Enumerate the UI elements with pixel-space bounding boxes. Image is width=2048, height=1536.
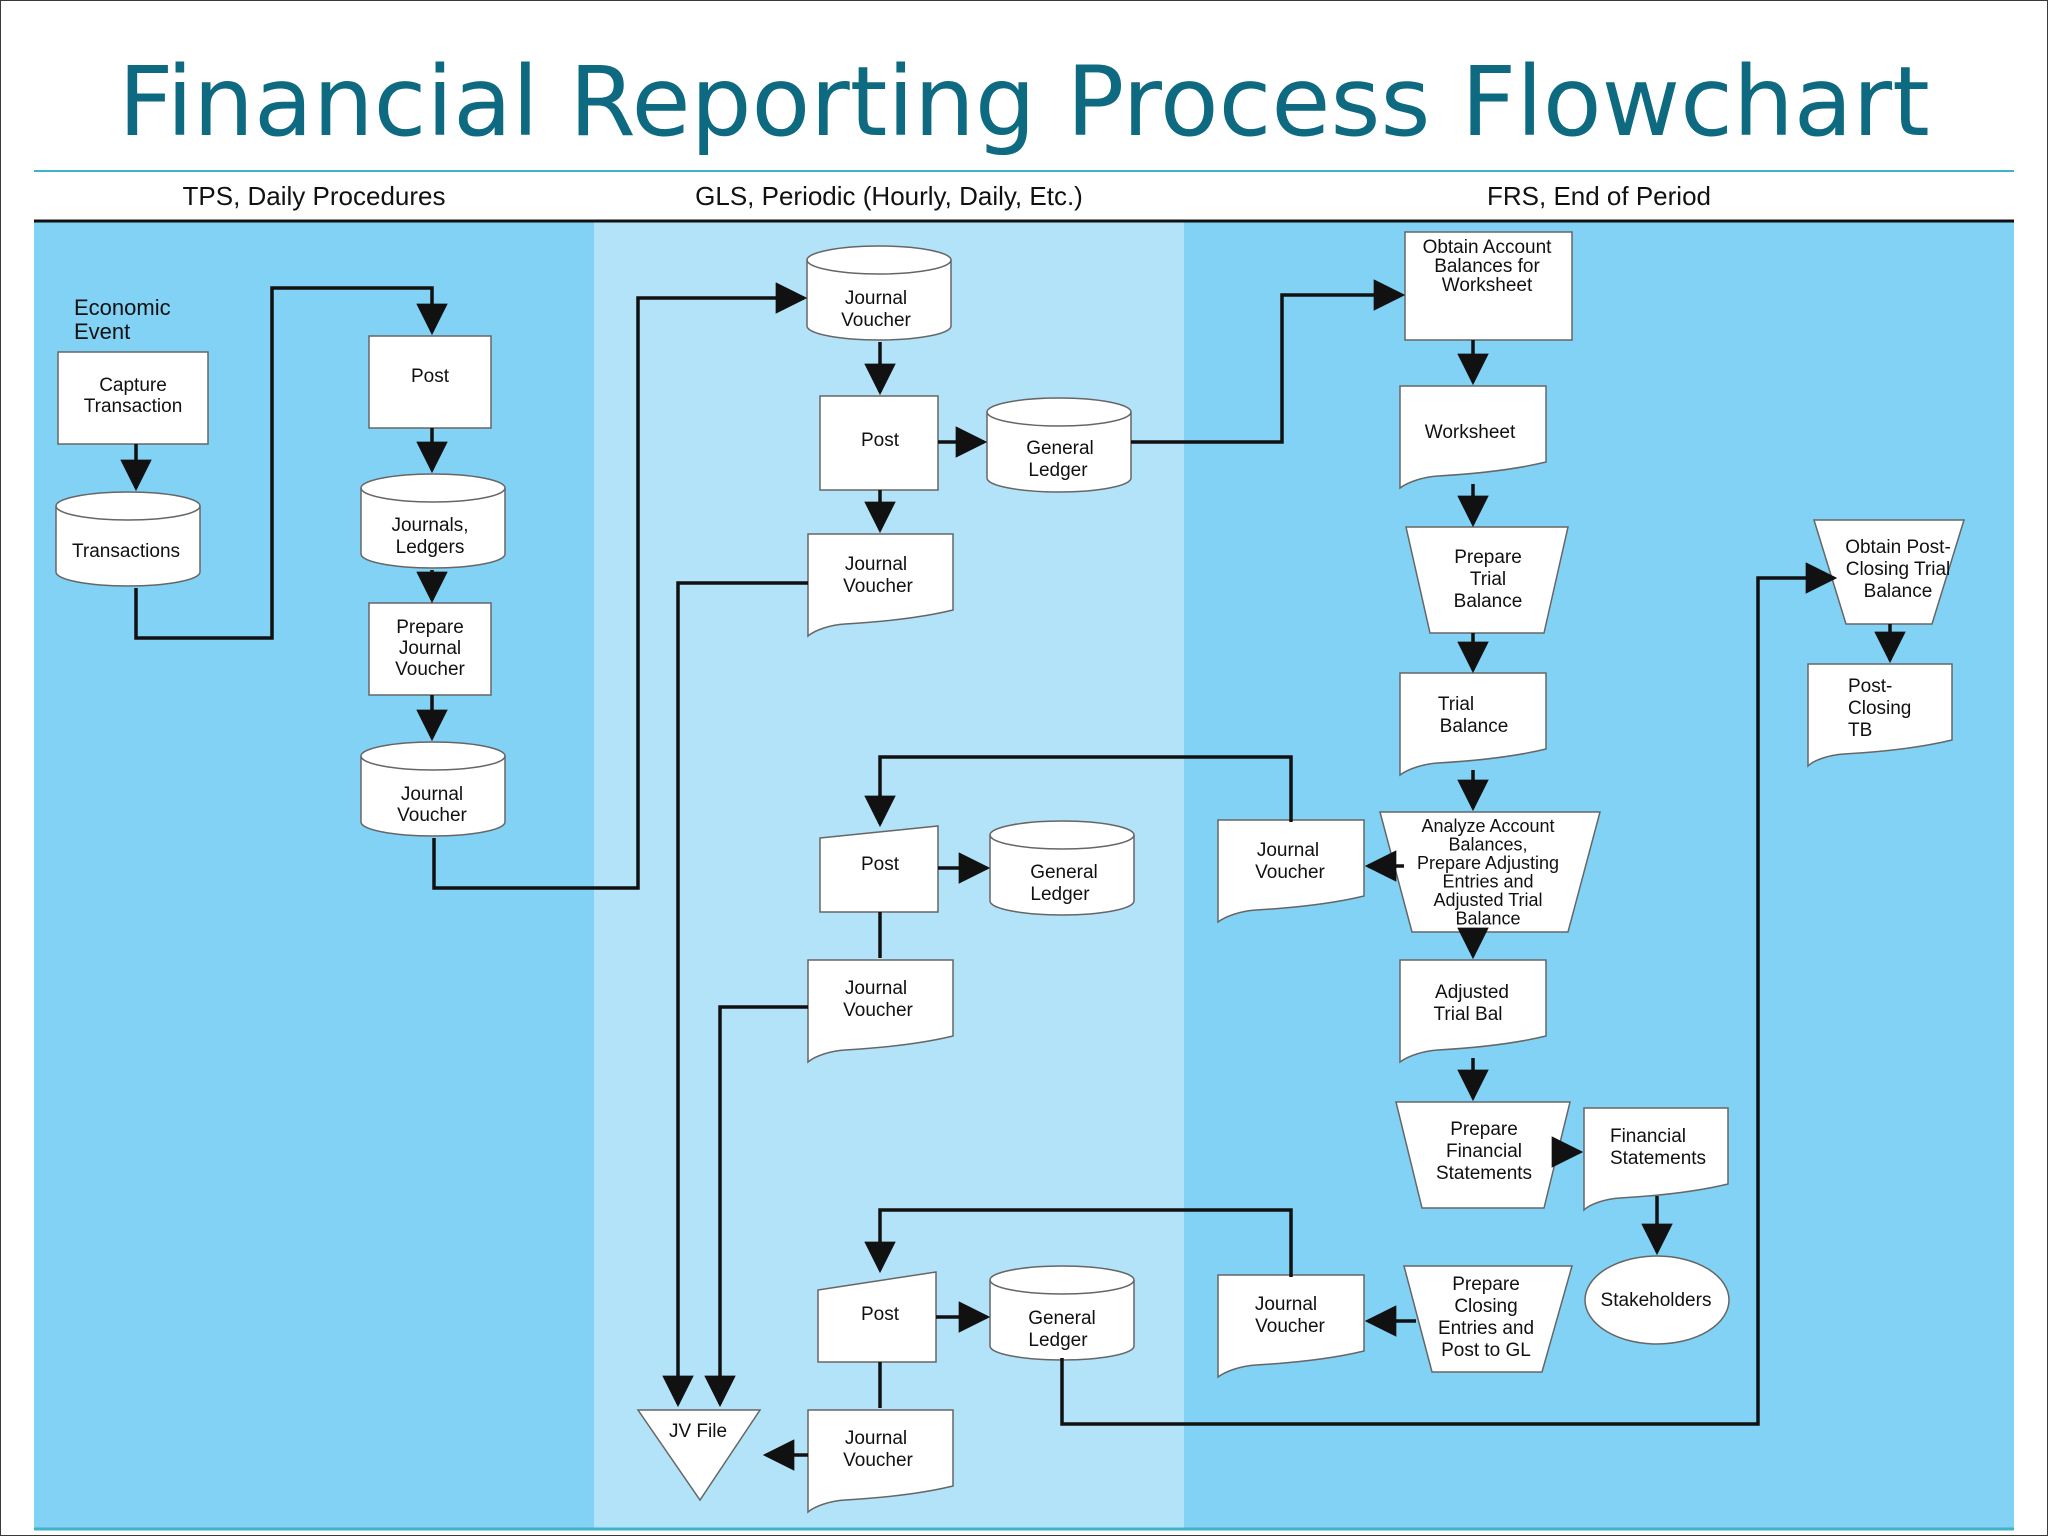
prepare-trial-balance-trap: [1405, 526, 1569, 634]
post-gls2-label: Post: [861, 854, 900, 875]
post-box-tps: [368, 335, 492, 429]
journal-voucher-doc-frs-2: [1217, 1274, 1365, 1379]
post-box-gls-2: [819, 825, 939, 913]
edge-gl3-obtain-post-closing: [1060, 562, 1838, 1426]
stakeholders-oval: [1584, 1255, 1730, 1345]
edge-jvdoc1-jvfile: [662, 581, 808, 1408]
obtain-balances-box: [1404, 231, 1573, 341]
journal-voucher-db-tps: [360, 741, 506, 837]
financial-statements-doc: [1583, 1107, 1729, 1212]
post-closing-tb-doc: [1807, 663, 1953, 768]
general-ledger-db-1: [986, 397, 1132, 493]
page-title: Financial Reporting Process Flowchart: [118, 46, 1930, 158]
trial-balance-doc: [1399, 672, 1547, 777]
prepare-journal-voucher-box: [368, 602, 492, 696]
journals-ledgers-label: Journals,Ledgers: [391, 515, 468, 558]
general-ledger-db-3: [989, 1265, 1135, 1361]
journal-voucher-doc-frs-1: [1217, 819, 1365, 924]
edge-gl1-obtain: [1131, 279, 1406, 444]
adjusted-trial-bal-doc: [1399, 959, 1547, 1064]
post-gls1-label: Post: [861, 430, 900, 451]
journals-ledgers-db: [360, 473, 506, 569]
stakeholders-label: Stakeholders: [1601, 1290, 1712, 1311]
post-box-gls-3: [817, 1271, 937, 1363]
capture-transaction-box: [57, 351, 209, 445]
worksheet-doc: [1399, 385, 1547, 490]
lane-header-frs: FRS, End of Period: [1487, 181, 1711, 211]
journal-voucher-db-gls: [806, 245, 952, 341]
jv-file-label: JV File: [669, 1421, 727, 1442]
journal-voucher-doc-gls-1: [807, 533, 954, 638]
jv-file-merge: [636, 1409, 762, 1502]
edge-jvdoc2-jvfile: [704, 1005, 808, 1408]
edge-transactions-post: [134, 286, 448, 640]
title-rule: [34, 170, 2014, 172]
transactions-db: [55, 491, 201, 587]
lane-header-tps: TPS, Daily Procedures: [182, 181, 446, 211]
journal-voucher-doc-gls-3: [807, 1409, 954, 1514]
post-tps-label: Post: [411, 366, 450, 387]
post-box-gls-1: [819, 395, 939, 491]
analyze-balances-trap: [1379, 811, 1601, 933]
general-ledger-db-2: [989, 820, 1135, 916]
transactions-label: Transactions: [72, 541, 180, 562]
prepare-closing-entries-trap: [1403, 1265, 1573, 1373]
edge-jvfrs2-post3: [864, 1208, 1293, 1277]
worksheet-label: Worksheet: [1425, 422, 1516, 443]
lane-header-gls: GLS, Periodic (Hourly, Daily, Etc.): [695, 181, 1083, 211]
journal-voucher-doc-gls-2: [807, 959, 954, 1064]
prepare-financial-statements-trap: [1395, 1101, 1571, 1209]
edge-jvfrs1-post2: [864, 755, 1293, 828]
edge-jv-to-gls: [432, 282, 808, 890]
post-gls3-label: Post: [861, 1304, 900, 1325]
